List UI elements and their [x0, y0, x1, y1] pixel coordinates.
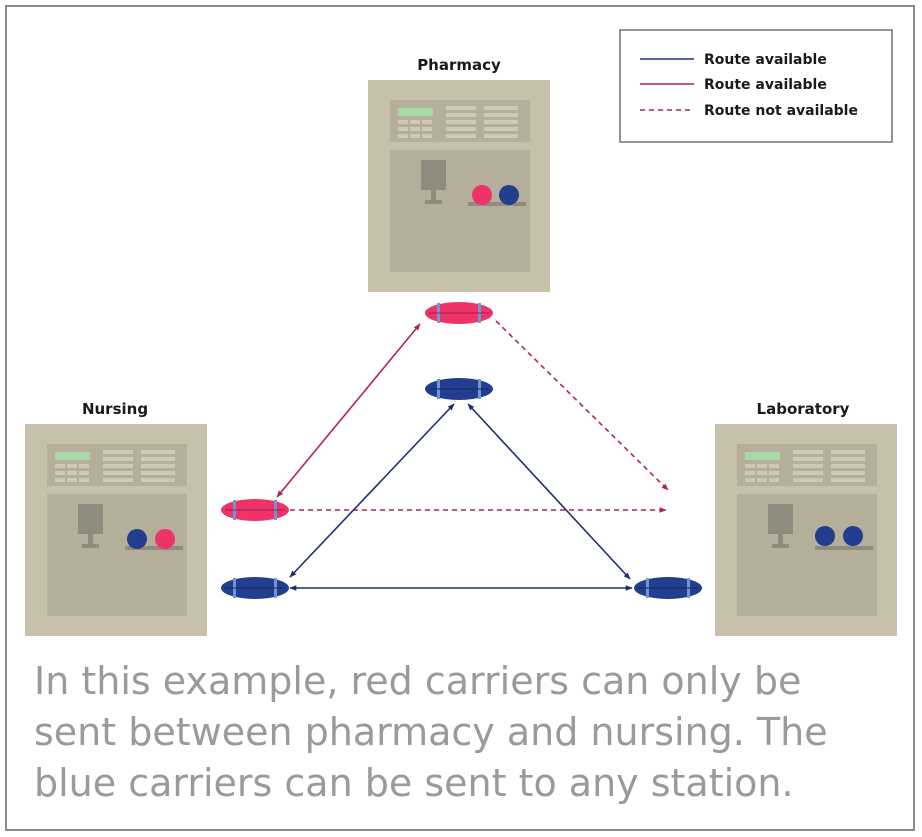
nursing-red-carrier	[220, 498, 290, 522]
pharmacy-red-carrier	[424, 301, 494, 325]
red-carrier-icon	[472, 185, 492, 205]
laboratory-station	[715, 424, 897, 636]
blue-carrier-icon	[815, 526, 835, 546]
caption: In this example, red carriers can only b…	[34, 659, 828, 805]
pharmacy-blue-carrier	[424, 377, 494, 401]
blue-carrier-icon	[499, 185, 519, 205]
laboratory-blue-carrier	[633, 576, 703, 600]
pharmacy-label: Pharmacy	[417, 56, 501, 74]
legend-item-red-dashed: Route not available	[704, 103, 858, 119]
pharmacy-station	[368, 80, 550, 292]
laboratory-label: Laboratory	[757, 400, 850, 418]
nursing-station	[25, 424, 207, 636]
legend-item-blue: Route available	[704, 52, 827, 68]
nursing-blue-carrier	[220, 576, 290, 600]
nursing-label: Nursing	[82, 400, 148, 418]
blue-carrier-icon	[127, 529, 147, 549]
legend-item-red: Route available	[704, 77, 827, 93]
route-pharmacy-laboratory-blue	[467, 403, 631, 580]
blue-carrier-icon	[843, 526, 863, 546]
route-nursing-pharmacy-blue	[289, 403, 455, 578]
route-pharmacy-nursing-red	[276, 323, 421, 498]
legend: Route available Route available Route no…	[619, 29, 893, 143]
route-pharmacy-laboratory-red-unavailable	[495, 320, 669, 491]
red-carrier-icon	[155, 529, 175, 549]
